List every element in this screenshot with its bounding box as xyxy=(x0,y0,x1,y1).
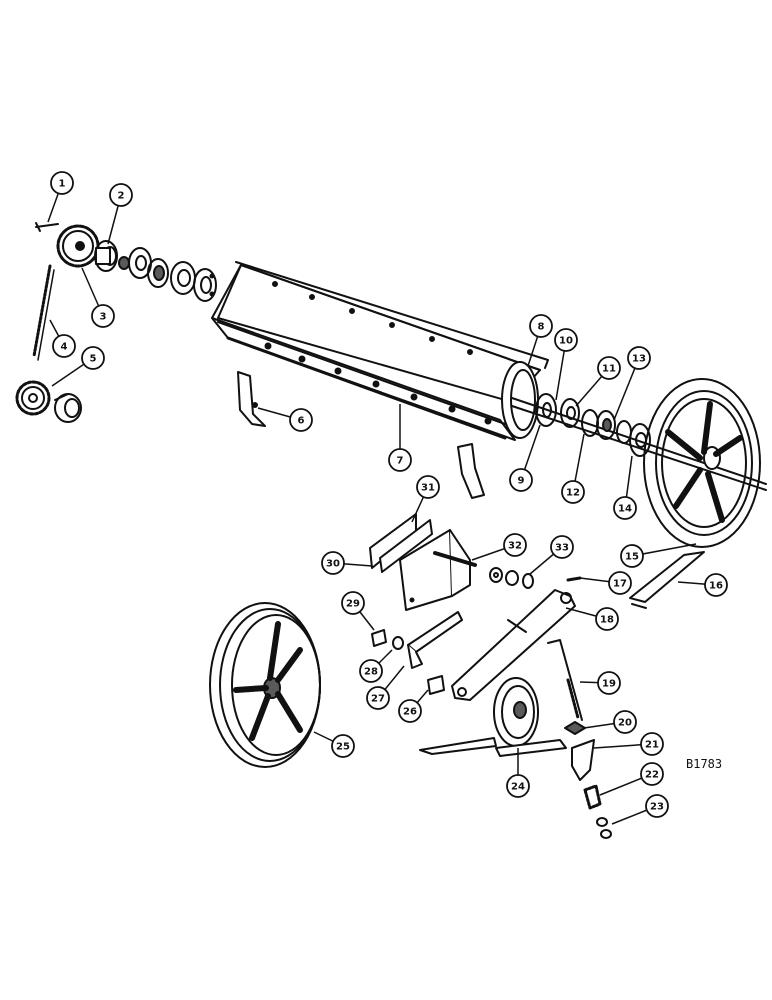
callout-number-22: 22 xyxy=(645,770,659,781)
callout-number-14: 14 xyxy=(618,504,632,515)
callout-circle-2 xyxy=(109,183,133,207)
callout-circle-9 xyxy=(509,468,533,492)
callout-circle-10 xyxy=(554,328,578,352)
callout-number-12: 12 xyxy=(566,488,580,499)
callout-number-13: 13 xyxy=(632,354,646,365)
callout-circle-16 xyxy=(704,573,728,597)
callout-circle-4 xyxy=(52,334,76,358)
callout-circle-8 xyxy=(529,314,553,338)
callout-circle-15 xyxy=(620,544,644,568)
small-washer-part xyxy=(596,817,612,839)
belt-strap-part xyxy=(629,551,705,609)
small-sprocket-part xyxy=(15,380,51,416)
bushing-part xyxy=(427,675,445,695)
pin-part xyxy=(35,222,59,232)
callout-circle-27 xyxy=(366,686,390,710)
callout-circle-3 xyxy=(91,304,115,328)
idler-arm-part xyxy=(451,589,576,701)
callout-number-31: 31 xyxy=(421,483,435,494)
callout-number-33: 33 xyxy=(555,543,569,554)
callout-number-27: 27 xyxy=(371,694,385,705)
bolt-part xyxy=(566,576,582,582)
callout-circle-5 xyxy=(81,346,105,370)
callout-circle-6 xyxy=(289,408,313,432)
callout-number-24: 24 xyxy=(511,782,525,793)
spring-part xyxy=(583,784,602,810)
callout-circle-25 xyxy=(331,734,355,758)
drive-sprocket-part xyxy=(56,224,100,268)
callout-circle-21 xyxy=(640,732,664,756)
scraper-blade-part xyxy=(237,371,485,499)
callout-number-20: 20 xyxy=(618,718,632,729)
callout-number-18: 18 xyxy=(600,615,614,626)
callout-number-16: 16 xyxy=(709,581,723,592)
double-pulley-part xyxy=(209,602,321,768)
callout-number-1: 1 xyxy=(59,179,66,190)
callout-bubbles: 1234567891011121314151617181920212223242… xyxy=(50,171,728,818)
bracket-clip-part xyxy=(571,739,595,781)
callout-number-30: 30 xyxy=(326,559,340,570)
callout-number-5: 5 xyxy=(90,354,97,365)
callout-circle-18 xyxy=(595,607,619,631)
washer-part xyxy=(392,636,404,650)
callout-circle-26 xyxy=(398,699,422,723)
callout-circle-14 xyxy=(613,496,637,520)
washer-set-part xyxy=(489,567,534,589)
small-sprocket-hub-part xyxy=(54,393,82,423)
callout-circle-11 xyxy=(597,356,621,380)
callout-circle-32 xyxy=(503,533,527,557)
left-bearing-stack xyxy=(128,247,217,302)
large-pulley-part xyxy=(643,378,761,548)
callout-circle-19 xyxy=(597,671,621,695)
small-bushing-part xyxy=(371,629,387,647)
callout-number-23: 23 xyxy=(650,802,664,813)
callout-number-17: 17 xyxy=(613,579,627,590)
callout-circle-20 xyxy=(613,710,637,734)
callout-number-25: 25 xyxy=(336,742,350,753)
callout-circle-24 xyxy=(506,774,530,798)
callout-number-28: 28 xyxy=(364,667,378,678)
chain-part xyxy=(32,264,55,361)
callout-number-32: 32 xyxy=(508,541,522,552)
adjusting-rod-part xyxy=(547,639,583,721)
callout-circle-17 xyxy=(608,571,632,595)
callout-circle-23 xyxy=(645,794,669,818)
callout-circle-7 xyxy=(388,448,412,472)
callout-number-8: 8 xyxy=(538,322,545,333)
callout-number-29: 29 xyxy=(346,599,360,610)
callout-number-2: 2 xyxy=(118,191,125,202)
callout-circle-28 xyxy=(359,659,383,683)
callout-number-26: 26 xyxy=(403,707,417,718)
callout-number-4: 4 xyxy=(61,342,68,353)
angle-bracket-part xyxy=(407,611,463,669)
callout-circle-22 xyxy=(640,762,664,786)
nut-part xyxy=(564,721,586,735)
callout-number-19: 19 xyxy=(602,679,616,690)
shaft-bracket-part xyxy=(399,529,477,611)
roller-drum-part xyxy=(211,261,549,441)
callout-circle-1 xyxy=(50,171,74,195)
callout-number-7: 7 xyxy=(397,456,404,467)
callout-circle-30 xyxy=(321,551,345,575)
callout-number-15: 15 xyxy=(625,552,639,563)
callout-number-10: 10 xyxy=(559,336,573,347)
figure-id-label: B1783 xyxy=(686,757,722,771)
callout-number-9: 9 xyxy=(518,476,525,487)
callout-number-6: 6 xyxy=(298,416,305,427)
callout-circle-33 xyxy=(550,535,574,559)
idler-pulley-part xyxy=(419,677,567,757)
callout-circle-31 xyxy=(416,475,440,499)
callout-circle-13 xyxy=(627,346,651,370)
right-shaft-assembly xyxy=(511,393,767,491)
callout-circle-29 xyxy=(341,591,365,615)
callout-circle-12 xyxy=(561,480,585,504)
callout-number-21: 21 xyxy=(645,740,659,751)
callout-number-11: 11 xyxy=(602,364,616,375)
mounting-plates-part xyxy=(369,513,433,573)
callout-number-3: 3 xyxy=(100,312,107,323)
sprocket-hub-part xyxy=(94,240,130,272)
